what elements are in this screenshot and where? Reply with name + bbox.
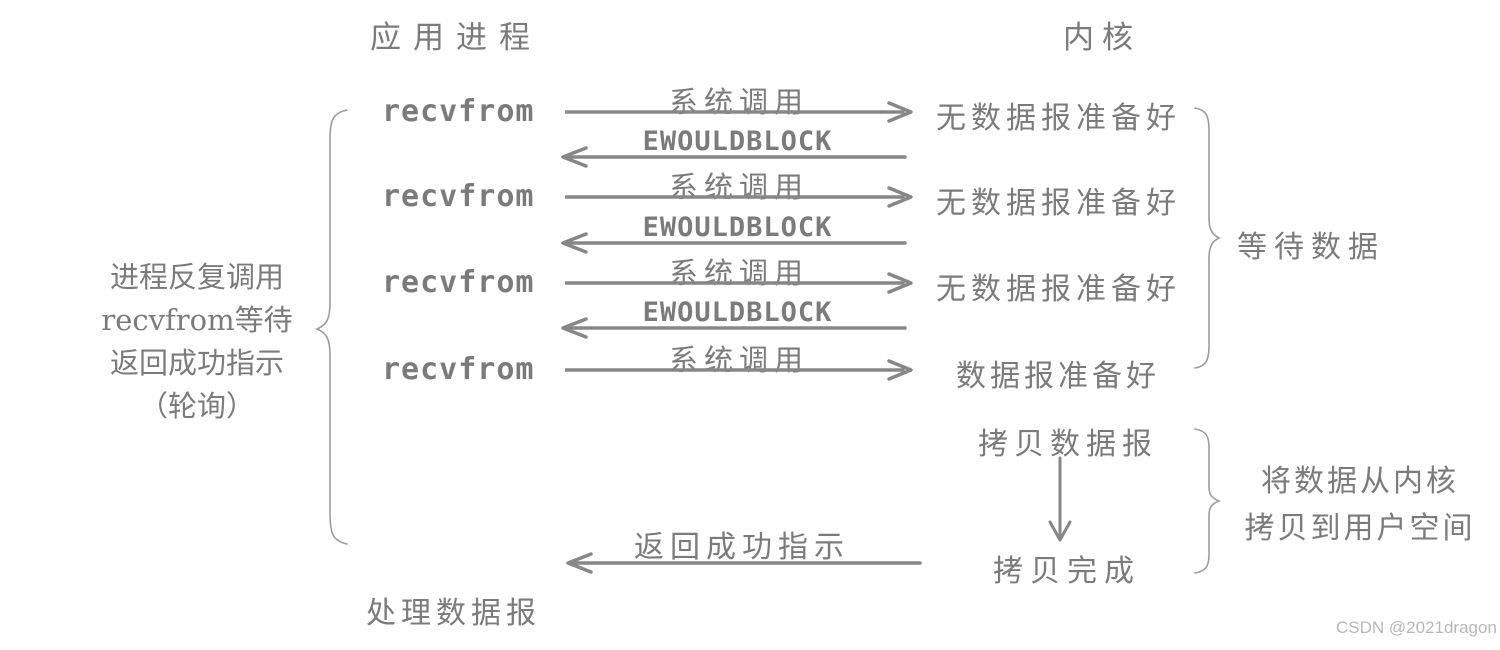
ewouldblock-arrow-icon-2: [561, 232, 907, 254]
copy-note: 将数据从内核 拷贝到用户空间: [1225, 458, 1495, 552]
recvfrom-call-1: recvfrom: [382, 94, 535, 129]
ewouldblock-arrow-icon-1: [561, 146, 907, 168]
polling-brace-icon: [314, 109, 348, 545]
ewouldblock-label-2: EWOULDBLOCK: [642, 212, 833, 243]
polling-note-line-2: recvfrom等待: [101, 303, 293, 337]
polling-note-line-3: 返回成功指示: [109, 346, 284, 380]
ewouldblock-label-1: EWOULDBLOCK: [642, 126, 833, 157]
kernel-state-2: 无数据报准备好: [936, 186, 1181, 221]
copy-complete-label: 拷贝完成: [993, 554, 1141, 589]
polling-note: 进程反复调用 recvfrom等待 返回成功指示 （轮询）: [68, 256, 326, 428]
watermark: CSDN @2021dragon: [1336, 618, 1497, 637]
syscall-arrow-icon-1: [565, 101, 913, 123]
application-process-header: 应用进程: [370, 20, 542, 56]
copy-datagram-label: 拷贝数据报: [978, 427, 1158, 462]
kernel-state-3: 无数据报准备好: [936, 272, 1181, 307]
final-return-label: 返回成功指示: [634, 530, 850, 565]
copy-note-line-1: 将数据从内核: [1261, 464, 1459, 499]
polling-note-line-4: （轮询）: [138, 389, 255, 423]
final-return-arrow-icon: [566, 552, 922, 574]
syscall-arrow-icon-2: [565, 186, 913, 208]
process-datagram-label: 处理数据报: [366, 596, 541, 631]
ewouldblock-arrow-icon-3: [561, 317, 907, 339]
kernel-header: 内核: [1063, 20, 1141, 56]
wait-data-label: 等待数据: [1237, 230, 1385, 265]
polling-note-line-1: 进程反复调用: [109, 260, 284, 294]
recvfrom-call-4: recvfrom: [382, 352, 535, 387]
kernel-state-1: 无数据报准备好: [936, 101, 1181, 136]
copy-down-arrow-icon: [1048, 456, 1072, 542]
ewouldblock-label-3: EWOULDBLOCK: [642, 297, 833, 328]
copy-note-line-2: 拷贝到用户空间: [1244, 511, 1476, 546]
copy-brace-icon: [1194, 428, 1222, 574]
kernel-state-4: 数据报准备好: [956, 359, 1160, 394]
syscall-arrow-icon-4: [565, 359, 913, 381]
recvfrom-call-3: recvfrom: [382, 265, 535, 300]
wait-data-brace-icon: [1194, 107, 1221, 369]
recvfrom-call-2: recvfrom: [382, 179, 535, 214]
syscall-arrow-icon-3: [565, 272, 913, 294]
